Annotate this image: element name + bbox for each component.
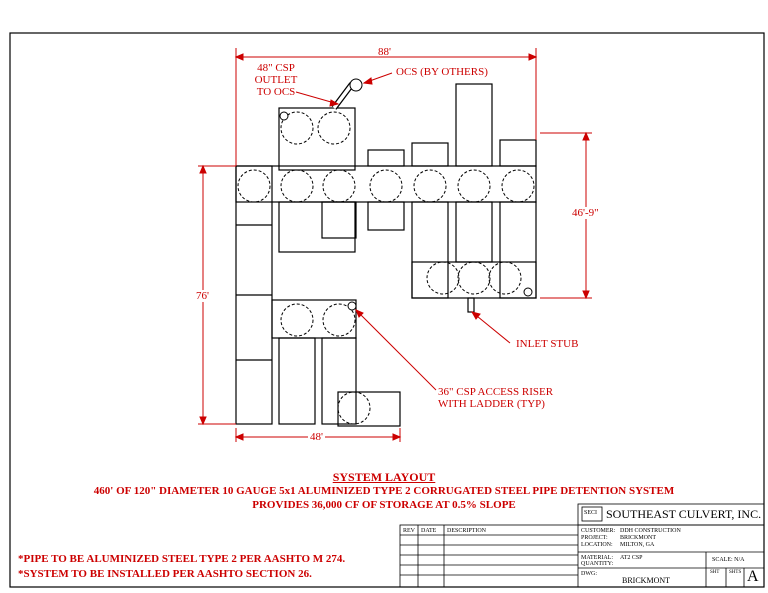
location-value: MILTON, GA <box>620 542 655 548</box>
system-line2: PROVIDES 36,000 CF OF STORAGE AT 0.5% SL… <box>252 499 516 511</box>
riser-marker <box>347 301 357 311</box>
callout-inlet: INLET STUB <box>516 338 579 350</box>
system-heading: SYSTEM LAYOUT <box>332 470 436 484</box>
callout-outlet-line1: 48" CSP <box>257 62 295 74</box>
access-risers <box>237 111 535 425</box>
project-value: BRICKMONT <box>620 535 657 541</box>
location-label: LOCATION: <box>581 542 613 548</box>
sheet-border <box>9 32 765 588</box>
inlet-marker <box>523 287 533 297</box>
quantity-label: QUANTITY: <box>581 561 614 567</box>
rev-header-rev: REV <box>403 528 415 534</box>
shts-label: SHTS <box>729 570 742 575</box>
dim-overall-width: 88' <box>378 46 391 58</box>
rev-header-description: DESCRIPTION <box>447 528 487 534</box>
scale-label: SCALE: N/A <box>712 557 745 563</box>
sht-label: SHT <box>710 570 720 575</box>
company-logo: SECI <box>584 510 598 516</box>
size-letter: A <box>747 568 759 585</box>
dwg-label: DWG: <box>581 571 597 577</box>
material-label: MATERIAL: <box>581 555 613 561</box>
company-name: SOUTHEAST CULVERT, INC. <box>606 507 762 521</box>
note-2: *SYSTEM TO BE INSTALLED PER AASHTO SECTI… <box>18 568 312 580</box>
pipe-layout <box>235 82 537 427</box>
dim-bottom-width: 48' <box>308 431 325 443</box>
callout-riser-line1: 36" CSP ACCESS RISER <box>438 386 554 398</box>
dimension-lines <box>198 48 592 442</box>
system-line1: 460' OF 120" DIAMETER 10 GAUGE 5x1 ALUMI… <box>93 485 675 497</box>
dim-left-height: 76' <box>196 290 209 302</box>
callout-outlet-line3: TO OCS <box>256 86 296 98</box>
outlet-marker <box>279 111 289 121</box>
callout-outlet-line2: OUTLET <box>254 74 298 86</box>
customer-value: DDH CONSTRUCTION <box>620 528 681 534</box>
callout-outlet: 48" CSP OUTLET TO OCS <box>244 62 308 98</box>
callout-riser: 36" CSP ACCESS RISER WITH LADDER (TYP) <box>438 386 553 410</box>
customer-label: CUSTOMER: <box>581 528 616 534</box>
ocs-marker <box>349 78 363 92</box>
material-value: AT2 CSP <box>620 555 643 561</box>
rev-header-date: DATE <box>421 528 437 534</box>
dim-right-height: 46'-9" <box>570 207 601 219</box>
callout-ocs: OCS (BY OTHERS) <box>396 66 488 78</box>
note-1: *PIPE TO BE ALUMINIZED STEEL TYPE 2 PER … <box>18 553 346 565</box>
title-block <box>399 503 765 588</box>
callout-riser-line2: WITH LADDER (TYP) <box>438 398 545 410</box>
dwg-value: BRICKMONT <box>622 576 671 585</box>
project-label: PROJECT: <box>581 535 608 541</box>
